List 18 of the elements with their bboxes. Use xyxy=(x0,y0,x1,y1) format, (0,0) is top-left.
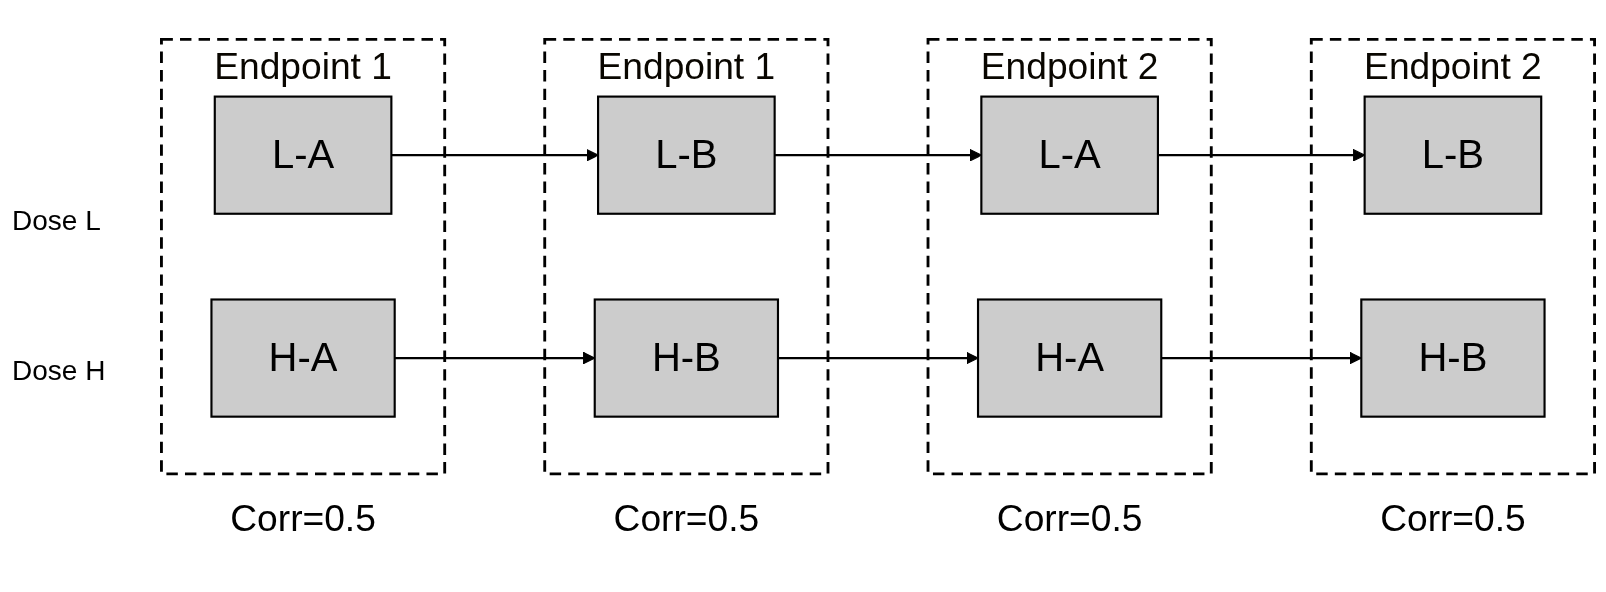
node-box: H-A xyxy=(976,298,1163,418)
node-box: H-B xyxy=(593,298,780,418)
arrow xyxy=(774,148,982,162)
arrow xyxy=(778,351,979,365)
node-box: L-A xyxy=(980,95,1159,215)
correlation-label: Corr=0.5 xyxy=(1380,497,1526,540)
node-box: H-B xyxy=(1360,298,1546,418)
correlation-label: Corr=0.5 xyxy=(230,497,376,540)
correlation-label: Corr=0.5 xyxy=(996,497,1143,540)
node-box: L-B xyxy=(1363,95,1543,215)
row-label: Dose H xyxy=(11,355,107,387)
correlation-label: Corr=0.5 xyxy=(613,497,760,540)
arrow xyxy=(1161,351,1362,365)
arrow xyxy=(391,148,599,162)
row-label: Dose L xyxy=(11,205,102,237)
node-box: L-A xyxy=(213,95,393,215)
node-box: L-B xyxy=(597,95,776,215)
node-box: H-A xyxy=(210,298,396,418)
